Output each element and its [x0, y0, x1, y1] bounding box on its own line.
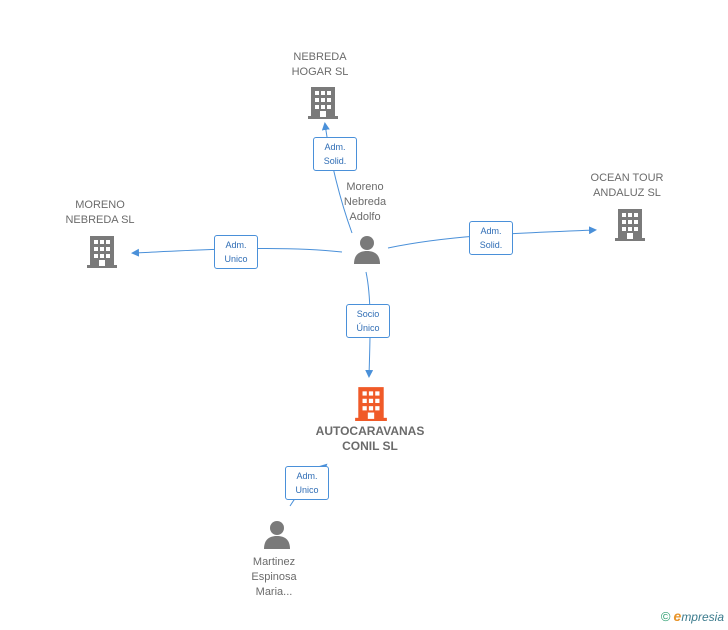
edge-label-to-autocaravanas[interactable]: Socio Único: [346, 304, 390, 338]
node-label-martinez[interactable]: Martinez Espinosa Maria...: [251, 556, 297, 598]
edge-label-to-ocean[interactable]: Adm. Solid.: [469, 221, 513, 255]
edge-label-to-moreno-sl[interactable]: Adm. Unico: [214, 235, 258, 269]
person-icon-martinez[interactable]: [262, 519, 292, 549]
node-label-moreno-nebreda-sl[interactable]: MORENO NEBREDA SL: [65, 199, 135, 226]
building-icon-autocaravanas[interactable]: [355, 385, 387, 421]
person-icon-moreno-adolfo[interactable]: [352, 234, 382, 264]
edge-label-martinez-to-autocaravanas[interactable]: Adm. Unico: [285, 466, 329, 500]
building-icon-nebreda-hogar[interactable]: [308, 85, 338, 119]
footer-brand: © empresia: [661, 608, 724, 624]
edge-line-to-hogar: [321, 122, 353, 234]
edge-label-to-hogar[interactable]: Adm. Solid.: [313, 137, 357, 171]
building-icon-ocean-tour[interactable]: [615, 207, 645, 241]
node-label-nebreda-hogar[interactable]: NEBREDA HOGAR SL: [291, 51, 349, 78]
node-label-ocean-tour[interactable]: OCEAN TOUR ANDALUZ SL: [590, 172, 664, 199]
building-icon-moreno-nebreda-sl[interactable]: [87, 234, 117, 268]
node-label-autocaravanas[interactable]: AUTOCARAVANAS CONIL SL: [315, 424, 425, 453]
copyright-icon: ©: [660, 608, 671, 624]
node-label-moreno-adolfo[interactable]: Moreno Nebreda Adolfo: [343, 181, 387, 223]
brand-logo: empresia: [673, 608, 724, 624]
